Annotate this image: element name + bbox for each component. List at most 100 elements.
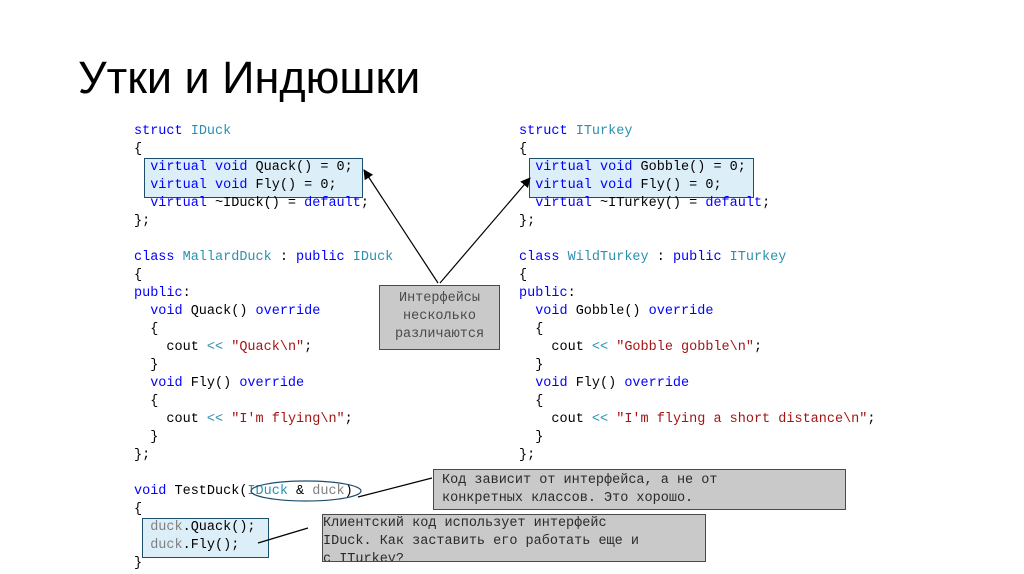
code-token: WildTurkey [567, 250, 649, 265]
iduck-code-line: cout << "Quack\n"; [134, 339, 393, 357]
pointer-to-testduck-param [357, 477, 433, 498]
callout-line: Код зависит от интерфейса, а не от [442, 473, 718, 488]
code-token: MallardDuck [182, 250, 272, 265]
iduck-code-line: struct IDuck [134, 123, 393, 141]
code-token: cout [134, 340, 207, 355]
code-token: { [519, 268, 528, 283]
callout-line: с ITurkey? [323, 552, 405, 562]
iduck-code-line: { [134, 267, 393, 285]
code-token: IDuck [352, 250, 394, 265]
iturkey-code-line: virtual void Fly() = 0; [519, 177, 876, 195]
code-token: << [591, 340, 609, 355]
code-token: Fly() [567, 376, 625, 391]
callout-line: конкретных классов. Это хорошо. [442, 491, 694, 506]
iduck-code-line: { [134, 321, 393, 339]
code-token: public [296, 250, 345, 265]
code-token: cout [519, 340, 592, 355]
iduck-code-line: } [134, 555, 393, 573]
code-token: override [239, 376, 305, 391]
code-token: } [134, 556, 143, 571]
callout-line: различаются [394, 327, 485, 342]
iduck-code-line: virtual void Fly() = 0; [134, 177, 393, 195]
code-token: { [134, 322, 159, 337]
code-token: void [535, 376, 568, 391]
code-token: class [519, 250, 568, 265]
iturkey-code-block: struct ITurkey{ virtual void Gobble() = … [519, 123, 876, 465]
code-token: ; [867, 412, 876, 427]
code-token: virtual [150, 160, 207, 175]
code-token: override [648, 304, 714, 319]
code-token: Fly() = 0; [632, 178, 722, 193]
iduck-code-line: } [134, 429, 393, 447]
code-token: } [519, 430, 544, 445]
iturkey-code-line: }; [519, 447, 876, 465]
code-token: cout [134, 412, 207, 427]
code-token: "Gobble gobble\n" [616, 340, 754, 355]
code-token: { [134, 502, 143, 517]
slide-title: Утки и Индюшки [78, 52, 421, 103]
iturkey-code-line: public: [519, 285, 876, 303]
code-token: virtual [150, 196, 207, 211]
code-token: void [134, 484, 167, 499]
code-token: override [624, 376, 690, 391]
iduck-code-line: class MallardDuck : public IDuck [134, 249, 393, 267]
iduck-code-line: }; [134, 447, 393, 465]
iduck-pure-virtual-highlight [144, 158, 363, 198]
iduck-code-line: virtual void Quack() = 0; [134, 159, 393, 177]
code-token: ~ITurkey() = [591, 196, 706, 211]
code-token: ) [344, 484, 353, 499]
code-token: }; [519, 214, 536, 229]
iduck-code-line: { [134, 141, 393, 159]
code-token: << [591, 412, 609, 427]
code-token: Quack() = 0; [247, 160, 353, 175]
iturkey-code-line: }; [519, 213, 876, 231]
code-token: Fly() [182, 376, 240, 391]
code-token: void [535, 304, 568, 319]
code-token: void [150, 304, 183, 319]
iduck-code-line: void Fly() override [134, 375, 393, 393]
code-token: .Quack(); [182, 520, 256, 535]
code-token: void [600, 178, 633, 193]
code-token: } [134, 430, 159, 445]
code-token: virtual [535, 160, 592, 175]
code-token: TestDuck( [166, 484, 248, 499]
iduck-code-line: } [134, 357, 393, 375]
code-token: struct [134, 124, 191, 139]
code-token: Gobble() = 0; [632, 160, 746, 175]
code-token: duck [312, 484, 345, 499]
code-token: { [519, 394, 544, 409]
code-token: IDuck [190, 124, 232, 139]
code-token: Quack() [182, 304, 256, 319]
callout-depends-on-interface: Код зависит от интерфейса, а не от конкре… [433, 469, 846, 510]
code-token: ; [762, 196, 771, 211]
code-token: void [215, 178, 248, 193]
code-token: }; [134, 448, 151, 463]
code-token: public [519, 286, 568, 301]
iduck-code-line: cout << "I'm flying\n"; [134, 411, 393, 429]
iduck-code-line: }; [134, 213, 393, 231]
iturkey-code-line: { [519, 393, 876, 411]
code-token: public [672, 250, 722, 265]
iturkey-code-line: void Gobble() override [519, 303, 876, 321]
testduck-param-circle [250, 480, 362, 502]
code-token: .Fly(); [182, 538, 240, 553]
code-token: ; [344, 412, 353, 427]
iturkey-code-line: { [519, 267, 876, 285]
iturkey-code-line: } [519, 357, 876, 375]
code-token: } [519, 358, 544, 373]
code-token: ; [360, 196, 369, 211]
iturkey-code-line: void Fly() override [519, 375, 876, 393]
code-token: void [215, 160, 248, 175]
iduck-code-line: void TestDuck(IDuck & duck) [134, 483, 393, 501]
code-token: ~IDuck() = [206, 196, 305, 211]
code-token: void [150, 376, 183, 391]
pointer-to-duck-calls [257, 527, 309, 544]
code-token: public [134, 286, 183, 301]
callout-line: Клиентский код использует интерфейс [323, 516, 607, 531]
code-token: Fly() = 0; [247, 178, 337, 193]
code-token: { [134, 394, 159, 409]
iduck-code-line: duck.Fly(); [134, 537, 393, 555]
iduck-code-line: { [134, 393, 393, 411]
code-token: "I'm flying\n" [231, 412, 345, 427]
